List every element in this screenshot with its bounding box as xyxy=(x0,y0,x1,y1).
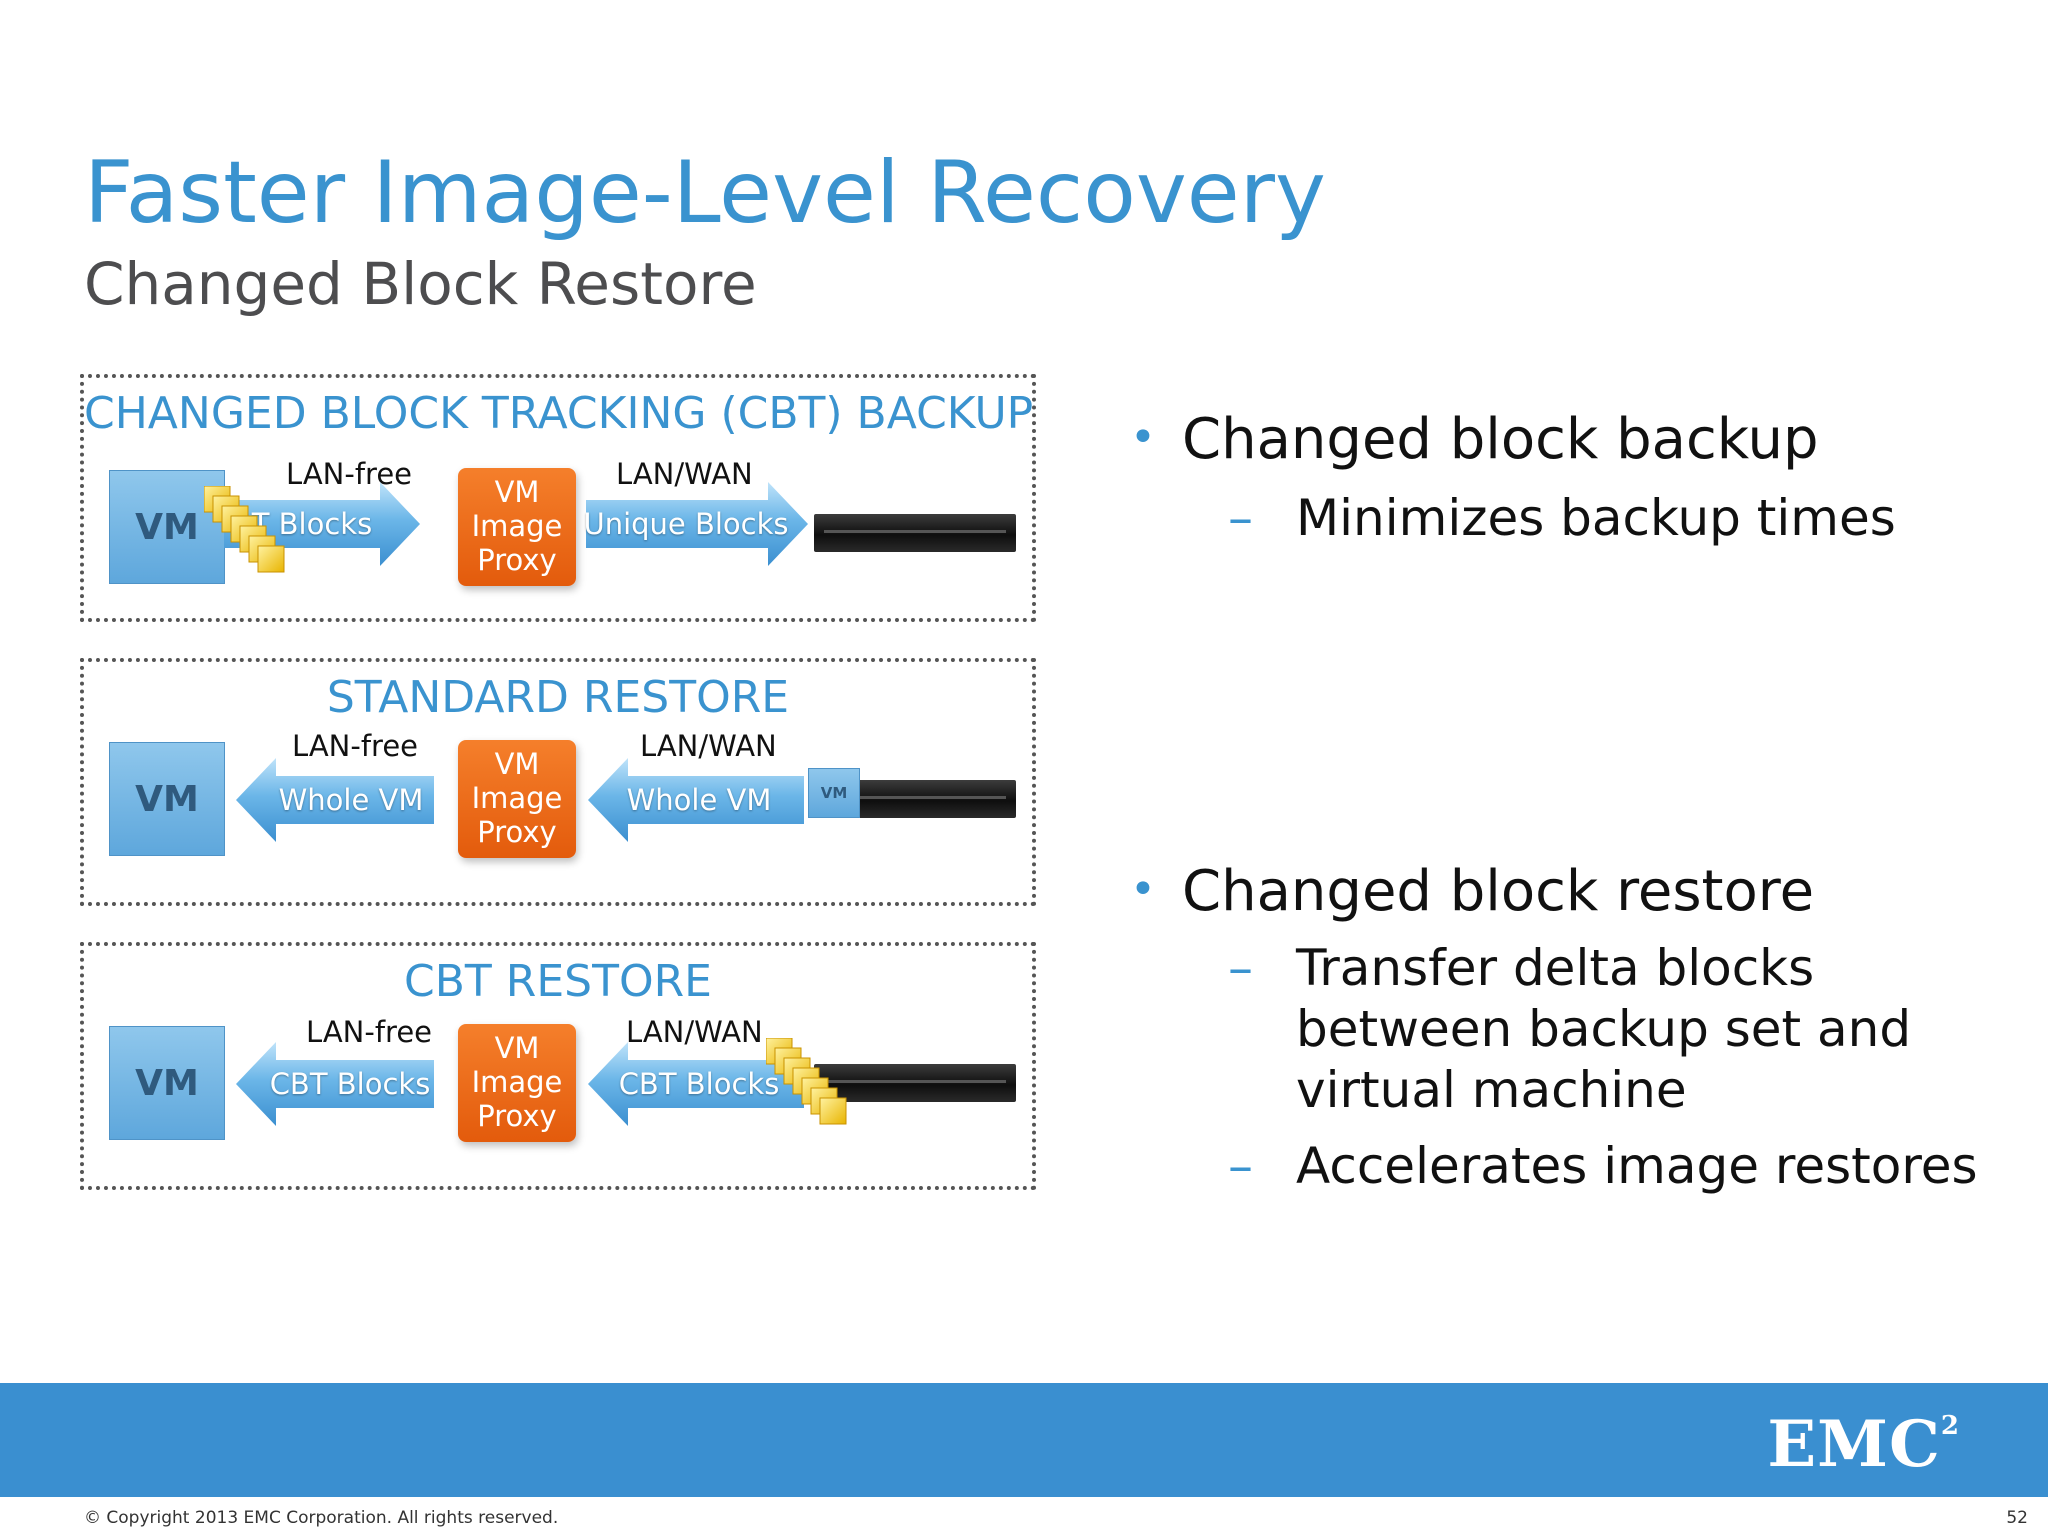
proxy-line: VM xyxy=(494,1031,540,1065)
vm-image-icon: VM xyxy=(808,768,860,818)
bullet-dot-icon: • xyxy=(1130,412,1156,463)
vm-image-proxy: VM Image Proxy xyxy=(458,740,576,858)
lan-wan-label: LAN/WAN xyxy=(640,729,777,763)
proxy-line: Image xyxy=(471,509,563,543)
panel-cbt-restore: CBT RESTORE LAN-free LAN/WAN VM CBT Bloc… xyxy=(80,942,1036,1190)
panel-title: CHANGED BLOCK TRACKING (CBT) BACKUP xyxy=(84,388,1034,439)
dash-icon: – xyxy=(1228,489,1253,547)
arrow-label: Unique Blocks xyxy=(583,507,789,541)
sub-bullet-item: – Minimizes backup times xyxy=(1228,488,1896,549)
backup-server-icon xyxy=(814,1064,1016,1102)
lan-wan-label: LAN/WAN xyxy=(616,457,753,491)
proxy-line: Proxy xyxy=(477,543,557,577)
logo-text: EMC xyxy=(1767,1407,1941,1482)
logo-superscript: 2 xyxy=(1940,1410,1960,1441)
proxy-line: Proxy xyxy=(477,815,557,849)
panel-title: STANDARD RESTORE xyxy=(326,672,790,723)
backup-server-icon xyxy=(814,514,1016,552)
arrow-label: Whole VM xyxy=(278,783,424,817)
vm-icon: VM xyxy=(109,1026,225,1140)
sub-bullet-continuation: virtual machine xyxy=(1296,1061,1687,1119)
dash-icon: – xyxy=(1228,939,1253,997)
cbt-blocks-icon xyxy=(204,486,285,573)
dash-icon: – xyxy=(1228,1137,1253,1195)
lan-free-label: LAN-free xyxy=(306,1015,432,1049)
slide-subtitle: Changed Block Restore xyxy=(84,250,757,318)
vm-icon: VM xyxy=(109,470,225,584)
unique-blocks-arrow: Unique Blocks xyxy=(583,482,808,566)
arrow-label: CBT Blocks xyxy=(618,1067,780,1101)
cbt-blocks-icon xyxy=(766,1038,847,1125)
arrow-label: CBT Blocks xyxy=(269,1067,431,1101)
whole-vm-arrow: Whole VM xyxy=(236,758,434,842)
sub-bullet-item: – Accelerates image restores xyxy=(1228,1136,1978,1197)
panel-standard-restore: STANDARD RESTORE LAN-free LAN/WAN VM Who… xyxy=(80,658,1036,906)
vm-icon: VM xyxy=(109,742,225,856)
vm-image-proxy: VM Image Proxy xyxy=(458,1024,576,1142)
proxy-line: VM xyxy=(494,747,540,781)
sub-bullet-text: Accelerates image restores xyxy=(1296,1137,1978,1195)
emc-logo: EMC2 xyxy=(1767,1413,1960,1477)
sub-bullet-item: – Transfer delta blocks xyxy=(1228,938,1815,999)
cbt-blocks-arrow: CBT Blocks xyxy=(588,1042,804,1126)
footer-band: EMC2 xyxy=(0,1383,2048,1497)
lan-free-label: LAN-free xyxy=(286,457,412,491)
bullet-text: Changed block restore xyxy=(1182,859,1815,924)
panel-title: CBT RESTORE xyxy=(404,956,712,1007)
arrow-label: Whole VM xyxy=(626,783,772,817)
copyright-text: © Copyright 2013 EMC Corporation. All ri… xyxy=(84,1508,559,1528)
slide-title: Faster Image-Level Recovery xyxy=(84,143,1326,243)
page-number: 52 xyxy=(2006,1508,2028,1528)
panel-cbt-backup: CHANGED BLOCK TRACKING (CBT) BACKUP LAN-… xyxy=(80,374,1036,622)
bullet-dot-icon: • xyxy=(1130,864,1156,915)
sub-bullet-text: Minimizes backup times xyxy=(1296,489,1896,547)
sub-bullet-continuation: between backup set and xyxy=(1296,1000,1912,1058)
lan-wan-label: LAN/WAN xyxy=(626,1015,763,1049)
cbt-blocks-arrow: CBT Blocks xyxy=(236,1042,434,1126)
proxy-line: Image xyxy=(471,1065,563,1099)
proxy-line: Image xyxy=(471,781,563,815)
lan-free-label: LAN-free xyxy=(292,729,418,763)
bullet-item: • Changed block restore xyxy=(1130,864,1814,920)
bullet-item: • Changed block backup xyxy=(1130,412,1819,468)
proxy-line: Proxy xyxy=(477,1099,557,1133)
proxy-line: VM xyxy=(494,475,540,509)
sub-bullet-text: Transfer delta blocks xyxy=(1296,939,1815,997)
whole-vm-arrow: Whole VM xyxy=(588,758,804,842)
bullet-text: Changed block backup xyxy=(1182,407,1819,472)
vm-image-proxy: VM Image Proxy xyxy=(458,468,576,586)
